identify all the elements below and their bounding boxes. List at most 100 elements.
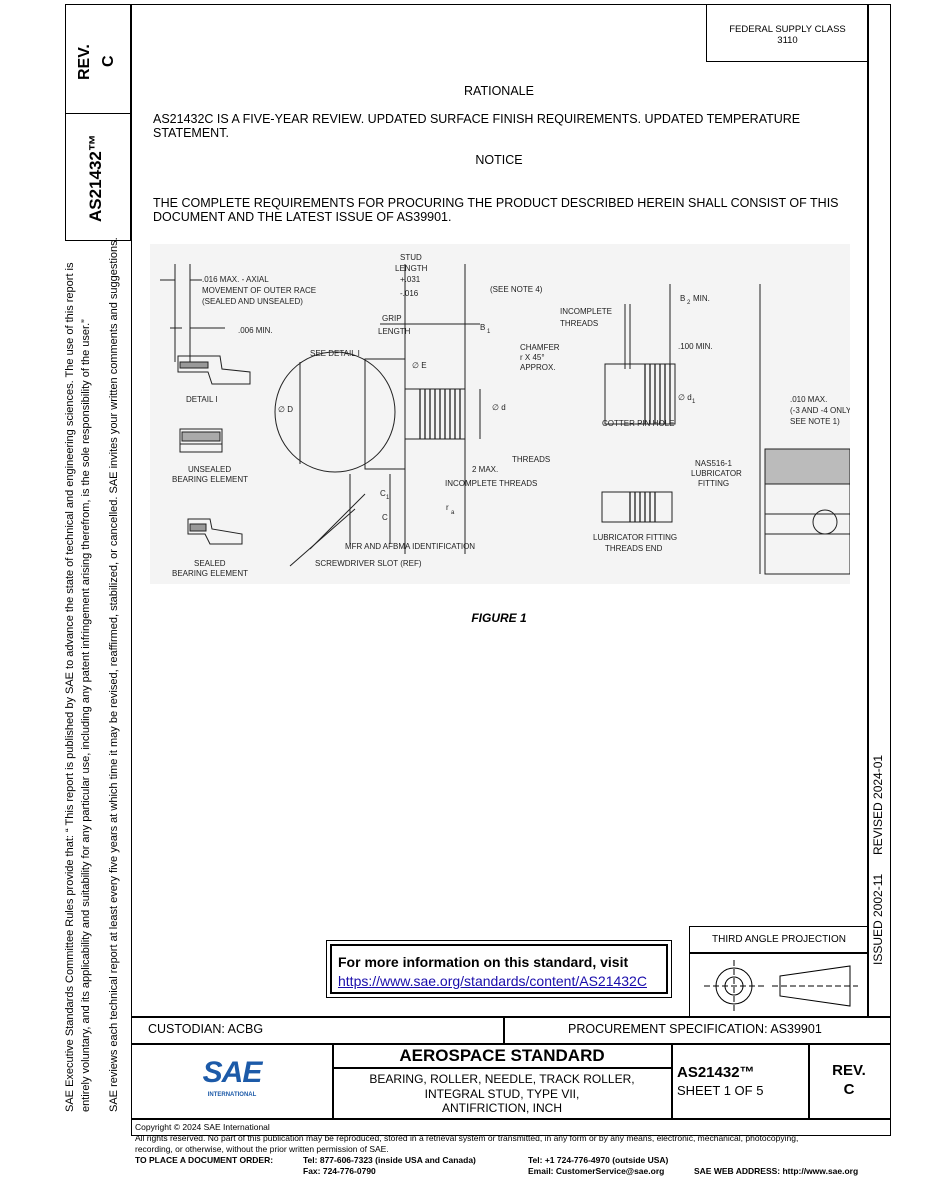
fig-movement: MOVEMENT OF OUTER RACE: [202, 286, 316, 295]
fig-see-note4: (SEE NOTE 4): [490, 285, 543, 294]
title-block-mid-line: [131, 1043, 891, 1045]
disclaimer-line-2: entirely voluntary, and its applicabilit…: [80, 319, 92, 1112]
revised-date: REVISED 2024-01: [871, 754, 885, 855]
rev-divider: [808, 1043, 810, 1119]
fig-grip: GRIP: [382, 314, 402, 323]
fig-max010: .010 MAX.: [790, 395, 827, 404]
projection-label: THIRD ANGLE PROJECTION: [712, 934, 846, 945]
fig-bearing-element-2: BEARING ELEMENT: [172, 569, 248, 578]
fig-fitting: FITTING: [698, 479, 729, 488]
info-box: For more information on this standard, v…: [326, 940, 672, 998]
fig-see-detail: SEE DETAIL I: [310, 349, 360, 358]
info-box-text: For more information on this standard, v…: [338, 954, 629, 970]
notice-heading: NOTICE: [475, 153, 523, 167]
fig-bearing-element-1: BEARING ELEMENT: [172, 475, 248, 484]
fig-threads-right: THREADS: [560, 319, 598, 328]
figure-1-drawing: .016 MAX. - AXIAL MOVEMENT OF OUTER RACE…: [150, 244, 850, 584]
logo-divider: [332, 1043, 334, 1119]
fig-cotter: COTTER PIN HOLE: [602, 419, 674, 428]
footer-tel-us: Tel: 877-606-7323 (inside USA and Canada…: [303, 1155, 476, 1165]
fig-nas: NAS516-1: [695, 459, 732, 468]
left-rev-label: REV.: [76, 44, 93, 80]
supply-class-box: [706, 4, 869, 62]
sae-logo: SAE INTERNATIONAL: [200, 1056, 264, 1104]
custodian: CUSTODIAN: ACBG: [148, 1022, 264, 1036]
fig-minus016: -.016: [400, 289, 419, 298]
title-rev-label: REV.: [832, 1062, 866, 1079]
footer-tel-intl: Tel: +1 724-776-4970 (outside USA): [528, 1155, 669, 1165]
title-line-2: INTEGRAL STUD, TYPE VII,: [424, 1087, 580, 1101]
info-box-link[interactable]: https://www.sae.org/standards/content/AS…: [338, 973, 647, 989]
fig-phi-d1: ∅ d: [678, 393, 692, 402]
left-rev-value: C: [100, 55, 117, 67]
fig-b2-sub: 2: [687, 300, 691, 306]
standard-type: AEROSPACE STANDARD: [399, 1046, 605, 1065]
disclaimer-line-1: SAE Executive Standards Committee Rules …: [64, 262, 76, 1113]
custodian-divider: [503, 1016, 505, 1043]
fig-b2-min: MIN.: [693, 294, 710, 303]
title-block-top-line: [131, 1016, 891, 1018]
footer-web: SAE WEB ADDRESS: http://www.sae.org: [694, 1166, 859, 1176]
supply-class-value: 3110: [777, 35, 798, 46]
title-rev-value: C: [843, 1081, 855, 1098]
fig-stud: STUD: [400, 253, 422, 262]
issued-date: ISSUED 2002-11: [871, 873, 885, 965]
disclaimer-line-3: SAE reviews each technical report at lea…: [108, 237, 120, 1112]
fig-lub-fitting: LUBRICATOR FITTING: [593, 533, 677, 542]
fig-phi-d-upper: ∅ D: [278, 405, 293, 414]
title-line-1: BEARING, ROLLER, NEEDLE, TRACK ROLLER,: [369, 1072, 635, 1086]
procurement-spec: PROCUREMENT SPECIFICATION: AS39901: [568, 1022, 822, 1036]
footer-rights-2: recording, or otherwise, without the pri…: [135, 1144, 389, 1154]
fig-screwdriver: SCREWDRIVER SLOT (REF): [315, 559, 422, 568]
fig-plus031: +.031: [400, 275, 421, 284]
fig-approx: APPROX.: [520, 363, 556, 372]
footer-order-label: TO PLACE A DOCUMENT ORDER:: [135, 1155, 274, 1165]
fig-min100: .100 MIN.: [678, 342, 713, 351]
sae-logo-subtext: INTERNATIONAL: [207, 1092, 257, 1098]
rationale-text: AS21432C IS A FIVE-YEAR REVIEW. UPDATED …: [153, 112, 801, 140]
fig-ra-sub: a: [451, 510, 455, 516]
fig-threads: THREADS: [512, 455, 550, 464]
right-strip-divider: [867, 4, 869, 1016]
fig-d1-sub: 1: [692, 399, 696, 405]
left-docnum-box: [65, 113, 131, 241]
notice-text: THE COMPLETE REQUIREMENTS FOR PROCURING …: [153, 196, 839, 224]
fig-length: LENGTH: [395, 264, 428, 273]
footer-fax: Fax: 724-776-0790: [303, 1166, 376, 1176]
standard-type-underline: [332, 1067, 672, 1069]
fig-rx45: r X 45°: [520, 353, 545, 362]
fig-b1: B: [480, 323, 485, 332]
sae-logo-text: SAE: [202, 1056, 263, 1089]
fig-see-note1: SEE NOTE 1): [790, 417, 840, 426]
fig-phi-d-lower: ∅ d: [492, 403, 506, 412]
fig-mfr: MFR AND AFBMA IDENTIFICATION: [345, 542, 475, 551]
sheet-number: SHEET 1 OF 5: [677, 1083, 764, 1098]
info-box-inner: [330, 944, 668, 994]
fig-b2: B: [680, 294, 685, 303]
fig-detail1: DETAIL I: [186, 395, 218, 404]
fig-sealed: SEALED: [194, 559, 226, 568]
fig-b1-sub: 1: [487, 329, 491, 335]
main-frame: [131, 4, 891, 1136]
fig-phi-e: ∅ E: [412, 361, 427, 370]
figure-caption: FIGURE 1: [471, 611, 527, 625]
fig-grip-length: LENGTH: [378, 327, 411, 336]
fig-chamfer: CHAMFER: [520, 343, 560, 352]
footer-rights-1: All rights reserved. No part of this pub…: [135, 1133, 799, 1143]
footer-copyright: Copyright © 2024 SAE International: [135, 1122, 270, 1132]
title-block-bottom-line: [131, 1118, 891, 1120]
fig-sealed-unsealed: (SEALED AND UNSEALED): [202, 297, 303, 306]
docnum-divider: [671, 1043, 673, 1119]
fig-axial: .016 MAX. - AXIAL: [202, 275, 269, 284]
fig-ra: r: [446, 503, 449, 512]
footer-email: Email: CustomerService@sae.org: [528, 1166, 665, 1176]
fig-c: C: [382, 513, 388, 522]
fig-two-max: 2 MAX.: [472, 465, 498, 474]
left-rev-box: [65, 4, 131, 114]
fig-lubricator: LUBRICATOR: [691, 469, 742, 478]
fig-unsealed: UNSEALED: [188, 465, 231, 474]
fig-min006: .006 MIN.: [238, 326, 273, 335]
supply-class-label: FEDERAL SUPPLY CLASS: [729, 24, 846, 35]
fig-c1-sub: 1: [386, 495, 390, 501]
projection-symbol: [704, 960, 858, 1012]
